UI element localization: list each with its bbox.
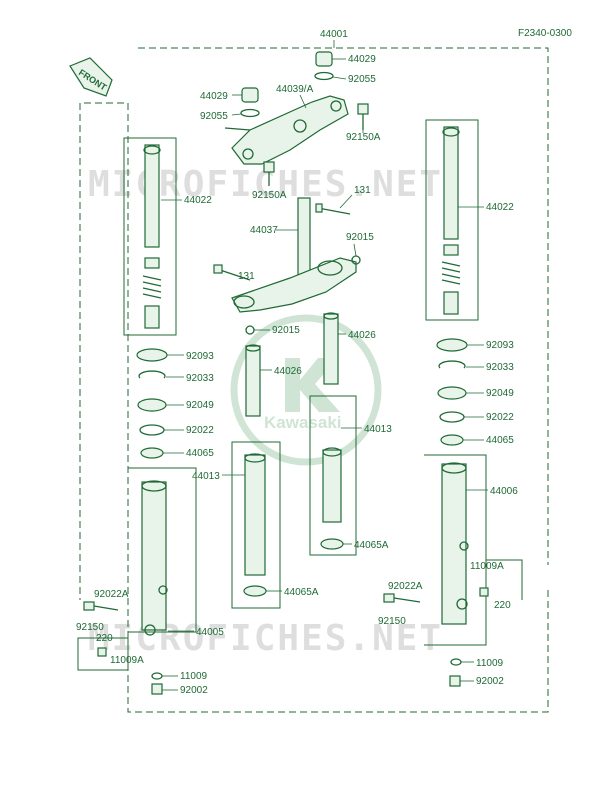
label-44039a: 44039/A xyxy=(276,84,314,95)
label-92150a-left: 92150A xyxy=(252,190,287,201)
kawasaki-logo-text: Kawasaki xyxy=(264,413,342,432)
label-11009a-right: 11009A xyxy=(470,561,504,572)
label-44022-left: 44022 xyxy=(184,195,212,206)
right-seals-group xyxy=(436,338,468,446)
label-131-left: 131 xyxy=(238,271,255,282)
label-44065-left: 44065 xyxy=(186,448,214,459)
inner-tubes-group xyxy=(231,395,357,609)
kawasaki-logo: Kawasaki xyxy=(230,314,382,466)
label-92055-top: 92055 xyxy=(348,74,376,85)
label-92002-left: 92002 xyxy=(180,685,208,696)
left-fork-leg-group xyxy=(77,467,197,695)
label-11009-left: 11009 xyxy=(180,671,208,682)
label-44037: 44037 xyxy=(250,225,278,236)
label-92022-right: 92022 xyxy=(486,412,514,423)
front-arrow-icon: FRONT xyxy=(69,57,113,97)
label-44026-right: 44026 xyxy=(348,330,376,341)
label-92015-lower: 92015 xyxy=(272,325,300,336)
label-44001: 44001 xyxy=(320,29,348,40)
label-92049-left: 92049 xyxy=(186,400,214,411)
right-spring-group xyxy=(425,119,479,321)
label-44065a-left: 44065A xyxy=(284,587,319,598)
label-92055-left: 92055 xyxy=(200,111,228,122)
diagram-code: F2340-0300 xyxy=(518,28,572,39)
label-92150-right: 92150 xyxy=(378,616,406,627)
label-44026-left: 44026 xyxy=(274,366,302,377)
label-92093-left: 92093 xyxy=(186,351,214,362)
label-44013-left: 44013 xyxy=(192,471,220,482)
label-11009a-left: 11009A xyxy=(110,655,144,666)
label-92022a-right: 92022A xyxy=(388,581,423,592)
label-92015-right: 92015 xyxy=(346,232,374,243)
label-44065a-right: 44065A xyxy=(354,540,389,551)
upper-bracket-group xyxy=(224,51,369,186)
label-92033-right: 92033 xyxy=(486,362,514,373)
left-seals-group xyxy=(136,348,168,459)
label-44065-right: 44065 xyxy=(486,435,514,446)
label-92150-left: 92150 xyxy=(76,622,104,633)
label-44029-top: 44029 xyxy=(348,54,376,65)
damper-rods-group xyxy=(245,312,339,417)
label-92049-right: 92049 xyxy=(486,388,514,399)
label-92022a-left: 92022A xyxy=(94,589,129,600)
label-220-left: 220 xyxy=(96,633,113,644)
label-44029-left: 44029 xyxy=(200,91,228,102)
label-44005: 44005 xyxy=(196,627,224,638)
label-44006: 44006 xyxy=(490,486,518,497)
label-92150a-right: 92150A xyxy=(346,132,381,143)
label-44022-right: 44022 xyxy=(486,202,514,213)
right-fork-leg-group xyxy=(383,454,523,687)
label-92002-right: 92002 xyxy=(476,676,504,687)
label-92022-left: 92022 xyxy=(186,425,214,436)
label-220-right: 220 xyxy=(494,600,511,611)
assembly-frame xyxy=(79,47,549,713)
left-spring-group xyxy=(123,137,177,336)
label-92033-left: 92033 xyxy=(186,373,214,384)
label-92093-right: 92093 xyxy=(486,340,514,351)
label-44013-right: 44013 xyxy=(364,424,392,435)
label-11009-right: 11009 xyxy=(476,658,504,669)
steering-stem-group xyxy=(213,197,361,335)
label-131-top: 131 xyxy=(354,185,371,196)
